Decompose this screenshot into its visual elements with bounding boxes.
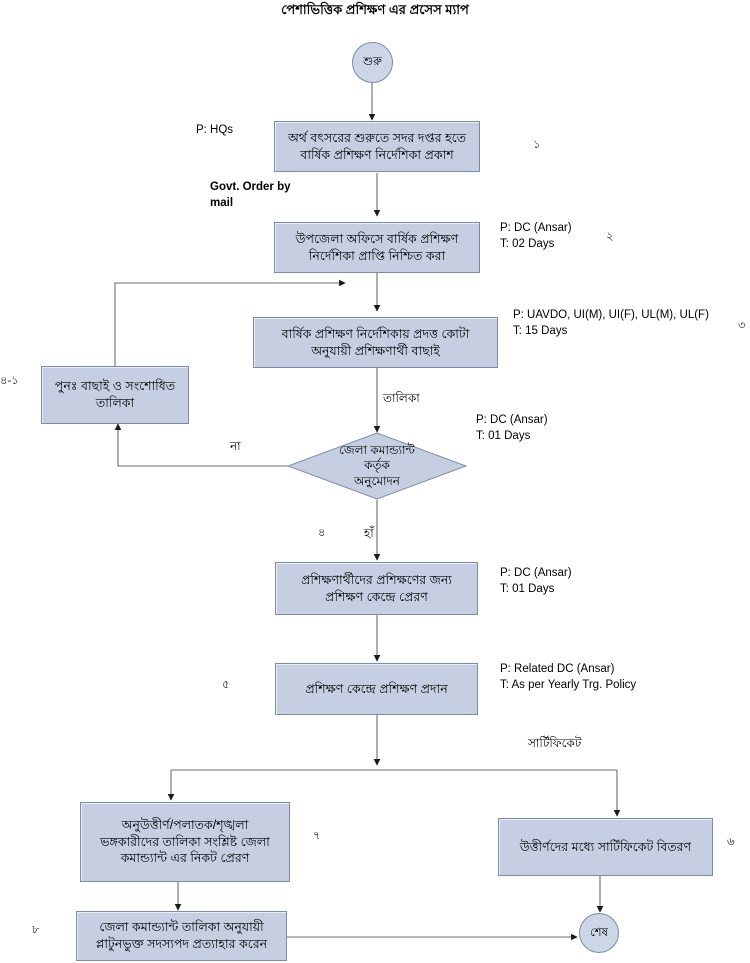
decision-diamond-shape	[287, 432, 467, 500]
node-n1-label: অর্থ বৎসরের শুরুতে সদর দপ্তর হতে বার্ষিক…	[287, 130, 467, 162]
node-n9-label: জেলা কমান্ড্যান্ট তালিকা অনুযায়ী প্লাটু…	[95, 920, 268, 951]
node-n2-label: উপজেলা অফিসে বার্ষিক প্রশিক্ষণ নির্দেশিক…	[295, 231, 459, 263]
node-n5-label: প্রশিক্ষণার্থীদের প্রশিক্ষণের জন্য প্রশি…	[301, 572, 452, 604]
node-n4-1-label: পুনঃ বাছাই ও সংশোধিত তালিকা	[54, 379, 176, 410]
node-end[interactable]: শেষ	[579, 913, 619, 953]
step-marker-4: ৪	[318, 527, 326, 539]
edge-label-ha: হাঁ	[364, 526, 374, 540]
node-select-trainees-by-quota[interactable]: বার্ষিক প্রশিক্ষণ নির্দেশিকায় প্রদত্ত ক…	[253, 317, 498, 368]
step-marker-7: ৭	[313, 830, 321, 842]
node-n7-label: অনুউত্তীর্ণ/পলাতক/শৃঙ্খলা ভঙ্গকারীদের তা…	[100, 817, 270, 866]
annotation-hqs: P: HQs	[196, 124, 234, 136]
step-marker-5: ৫	[222, 679, 230, 691]
edge-label-na: না	[230, 439, 241, 453]
step-marker-3: ৩	[738, 320, 746, 332]
edge-decision-no-to-n4-1	[114, 423, 290, 467]
annotation-govt-order-by-mail: Govt. Order by mail	[210, 181, 291, 209]
node-n8-label: উত্তীর্ণদের মধ্যে সার্টিফিকেট বিতরণ	[519, 839, 692, 854]
annotation-dc-01-days-send: P: DC (Ansar) T: 01 Days	[500, 567, 572, 595]
page-title: পেশাভিত্তিক প্রশিক্ষণ এর প্রসেস ম্যাপ	[281, 2, 469, 17]
node-end-label: শেষ	[590, 926, 608, 939]
node-publish-training-guideline[interactable]: অর্থ বৎসরের শুরুতে সদর দপ্তর হতে বার্ষিক…	[274, 121, 480, 172]
node-ensure-guideline-receipt[interactable]: উপজেলা অফিসে বার্ষিক প্রশিক্ষণ নির্দেশিক…	[274, 222, 480, 273]
node-n3-label: বার্ষিক প্রশিক্ষণ নির্দেশিকায় প্রদত্ত ক…	[281, 326, 470, 358]
edge-label-talika: তালিকা	[383, 391, 420, 405]
node-decision-label: জেলা কমান্ড্যান্ট কর্তৃক অনুমোদন	[339, 442, 415, 488]
edge-label-certificate: সার্টিফিকেট	[528, 736, 582, 750]
step-marker-8: ৮	[32, 924, 40, 936]
annotation-dc-02-days: P: DC (Ansar) T: 02 Days	[500, 222, 572, 250]
step-marker-6: ৬	[727, 836, 735, 848]
node-decision-commandant-approval[interactable]: জেলা কমান্ড্যান্ট কর্তৃক অনুমোদন	[287, 432, 467, 500]
node-send-trainees-to-center[interactable]: প্রশিক্ষণার্থীদের প্রশিক্ষণের জন্য প্রশি…	[275, 562, 478, 615]
node-reselect-revised-list[interactable]: পুনঃ বাছাই ও সংশোধিত তালিকা	[41, 366, 189, 424]
node-send-failed-list-to-commandant[interactable]: অনুউত্তীর্ণ/পলাতক/শৃঙ্খলা ভঙ্গকারীদের তা…	[80, 802, 290, 882]
annotation-related-dc-policy: P: Related DC (Ansar) T: As per Yearly T…	[500, 663, 637, 691]
node-withdraw-platoon-membership[interactable]: জেলা কমান্ড্যান্ট তালিকা অনুযায়ী প্লাটু…	[76, 911, 287, 961]
step-marker-2: ২	[606, 231, 614, 243]
node-distribute-certificates[interactable]: উত্তীর্ণদের মধ্যে সার্টিফিকেট বিতরণ	[498, 818, 713, 876]
node-start-label: শুরু	[363, 56, 382, 68]
annotation-dc-01-days-decision: P: DC (Ansar) T: 01 Days	[476, 414, 548, 442]
step-marker-4-1: ৪-১	[0, 375, 19, 387]
node-n6-label: প্রশিক্ষণ কেন্দ্রে প্রশিক্ষণ প্রদান	[305, 681, 448, 696]
node-provide-training[interactable]: প্রশিক্ষণ কেন্দ্রে প্রশিক্ষণ প্রদান	[275, 663, 478, 715]
step-marker-1: ১	[533, 139, 541, 151]
node-start[interactable]: শুরু	[352, 42, 393, 83]
annotation-uavdo-15-days: P: UAVDO, UI(M), UI(F), UL(M), UL(F) T: …	[513, 309, 709, 337]
